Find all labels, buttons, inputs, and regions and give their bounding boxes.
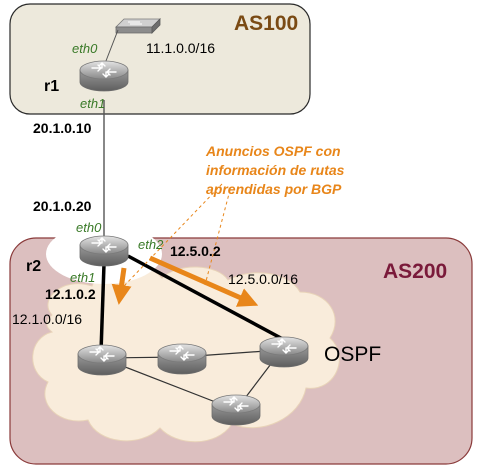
annotation-line-2: información de rutas <box>206 162 345 178</box>
as100-title: AS100 <box>234 12 299 35</box>
net-eth2-label: 12.5.0.0/16 <box>228 271 299 287</box>
annotation-leaders <box>123 183 231 287</box>
r1-link-ip: 20.1.0.10 <box>33 120 92 136</box>
r1-eth0-label: eth0 <box>72 41 98 56</box>
r2-eth2-ip: 12.5.0.2 <box>170 243 221 259</box>
link-switch-r1 <box>103 29 119 67</box>
r2-eth1-label: eth1 <box>70 270 96 285</box>
router-ospf-3-icon <box>259 336 309 368</box>
switch-network-label: 11.1.0.0/16 <box>146 40 216 56</box>
switch-icon <box>115 18 161 34</box>
r2-eth0-label: eth0 <box>76 220 102 235</box>
r2-link-ip: 20.1.0.20 <box>33 198 92 214</box>
annotation-line-1: Anuncios OSPF con <box>206 143 341 159</box>
ospf-advertisement-arrows <box>111 255 259 307</box>
router-ospf-1-icon <box>77 344 127 376</box>
link-r2-eth1 <box>99 263 106 353</box>
annotation-text: Anuncios OSPF con información de rutas a… <box>206 142 344 199</box>
r2-eth2-label: eth2 <box>138 237 164 252</box>
as200-title: AS200 <box>383 260 448 283</box>
router-r1-name: r1 <box>44 78 60 95</box>
router-r1-icon <box>79 60 129 92</box>
annotation-line-3: aprendidas por BGP <box>206 181 342 197</box>
r2-eth1-ip: 12.1.0.2 <box>45 286 96 302</box>
router-ospf-4-icon <box>211 394 261 426</box>
ospf-label: OSPF <box>324 343 382 366</box>
link-r2-eth2 <box>127 254 293 346</box>
net-eth1-label: 12.1.0.0/16 <box>12 311 83 327</box>
router-ospf-2-icon <box>157 343 207 375</box>
router-r2-name: r2 <box>26 258 42 275</box>
router-r2-icon <box>79 235 129 267</box>
r1-eth1-label: eth1 <box>80 96 106 111</box>
